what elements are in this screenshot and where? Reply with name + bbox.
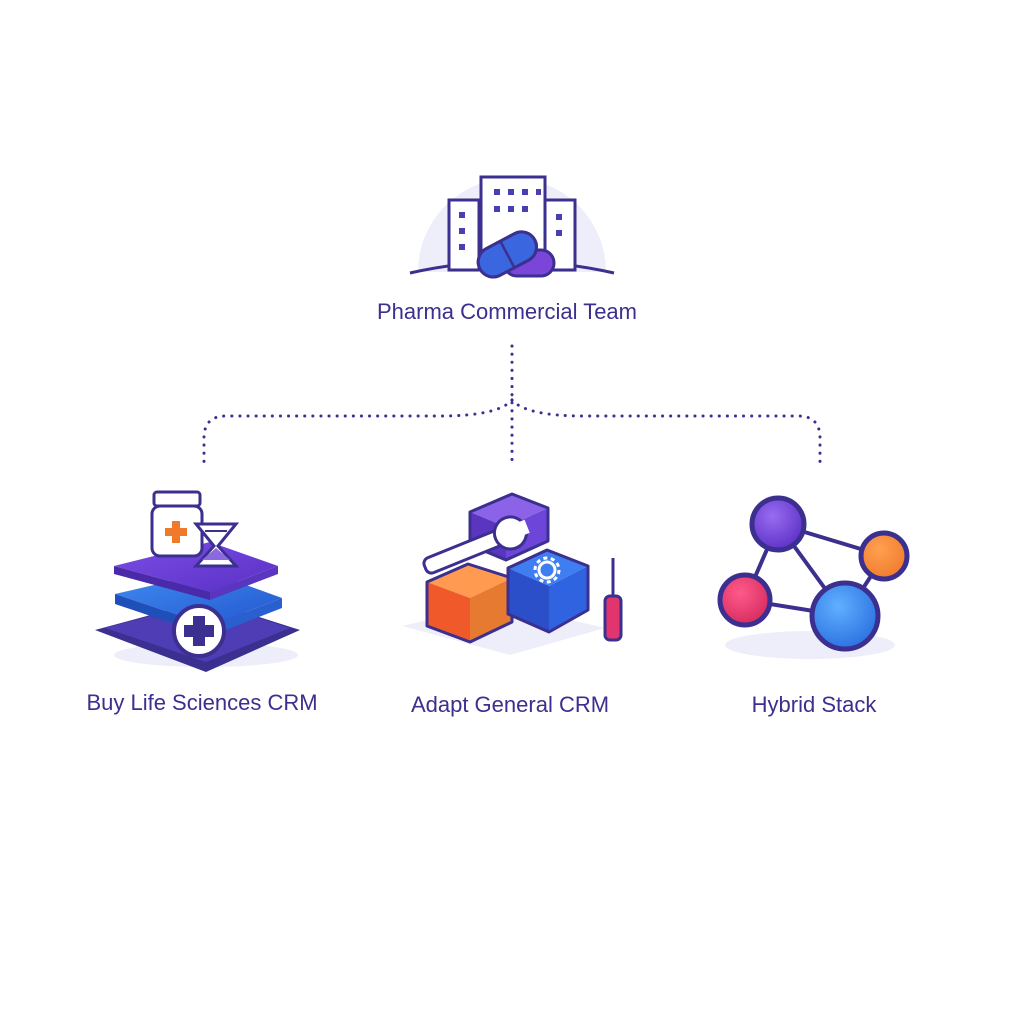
network-nodes-icon bbox=[717, 495, 910, 659]
dotted-connectors bbox=[202, 344, 822, 465]
option-label-hybrid-stack: Hybrid Stack bbox=[751, 692, 877, 717]
option-label-adapt-general-crm: Adapt General CRM bbox=[410, 692, 610, 717]
tools-blocks-icon bbox=[402, 492, 623, 655]
connector-right bbox=[510, 398, 822, 465]
connector-left bbox=[202, 398, 514, 465]
option-label-buy-life-sciences-crm: Buy Life Sciences CRM bbox=[86, 690, 318, 715]
pharma-building-capsule-icon bbox=[409, 175, 615, 279]
root-label: Pharma Commercial Team bbox=[376, 299, 638, 324]
life-sciences-stack-icon bbox=[95, 490, 300, 672]
